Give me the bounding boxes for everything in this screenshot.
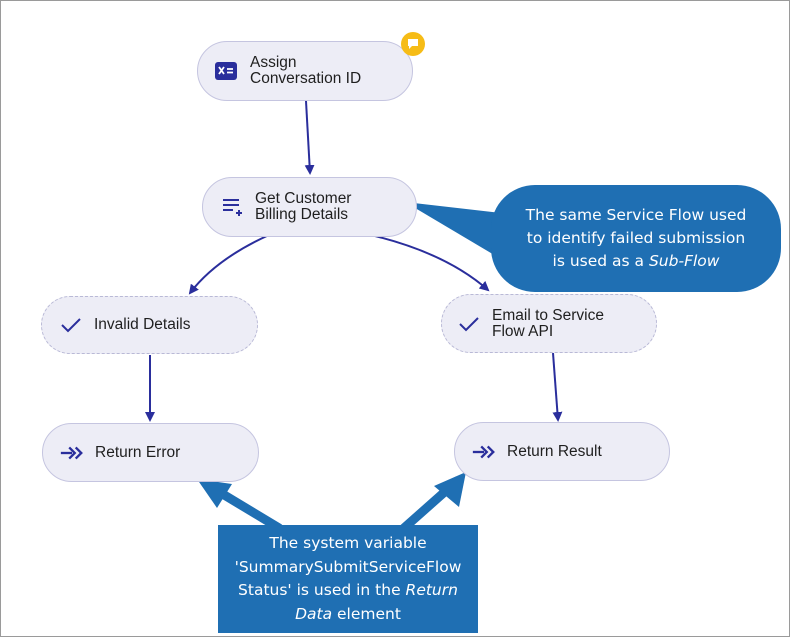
node-label-line1: Assign bbox=[250, 54, 297, 71]
comment-icon[interactable] bbox=[401, 32, 425, 56]
connector-email-to-return-result bbox=[552, 352, 563, 422]
node-label: Return Error bbox=[95, 443, 181, 461]
callout-system-variable-note: The system variable 'SummarySubmitServic… bbox=[218, 525, 478, 633]
node-invalid-details[interactable]: Invalid Details bbox=[41, 296, 258, 354]
variable-assign-icon bbox=[214, 59, 240, 83]
callout-line: to identify failed submission bbox=[526, 229, 746, 247]
node-label: Assign Conversation ID bbox=[250, 55, 361, 87]
callout-line: is used as a Sub-Flow bbox=[491, 250, 781, 273]
node-return-error[interactable]: Return Error bbox=[42, 423, 259, 482]
callout-text: Status' is used in the bbox=[238, 581, 406, 599]
node-label: Return Result bbox=[507, 442, 602, 460]
node-label: Get Customer Billing Details bbox=[255, 191, 351, 223]
callout-arrowhead-return-error bbox=[197, 479, 232, 508]
node-email-to-service-flow-api[interactable]: Email to Service Flow API bbox=[441, 294, 657, 353]
connector-assign-to-get-customer bbox=[304, 100, 315, 175]
callout-top-pointer bbox=[405, 202, 501, 259]
callout-arrowhead-return-result bbox=[434, 472, 466, 507]
callout-text: element bbox=[332, 604, 401, 623]
callout-line: The system variable bbox=[269, 534, 427, 552]
node-assign-conversation-id[interactable]: Assign Conversation ID bbox=[197, 41, 413, 101]
node-return-result[interactable]: Return Result bbox=[454, 422, 670, 481]
connector-get-customer-to-invalid bbox=[188, 234, 270, 295]
node-label: Email to Service Flow API bbox=[492, 306, 604, 340]
callout-emphasis: Return bbox=[405, 581, 458, 599]
callout-line: Status' is used in the Return bbox=[218, 579, 478, 603]
checkmark-icon bbox=[456, 312, 482, 336]
callout-line: Data element bbox=[218, 603, 478, 627]
checkmark-icon bbox=[58, 313, 84, 337]
callout-line: The same Service Flow used bbox=[525, 206, 747, 224]
callout-sub-flow-note: The same Service Flow used to identify f… bbox=[491, 185, 781, 292]
node-get-customer-billing-details[interactable]: Get Customer Billing Details bbox=[202, 177, 417, 237]
node-label-line2: Billing Details bbox=[255, 206, 349, 223]
callout-text: is used as a bbox=[552, 252, 649, 270]
double-arrow-right-icon bbox=[471, 440, 497, 464]
double-arrow-right-icon bbox=[59, 441, 85, 465]
callout-emphasis: Sub-Flow bbox=[648, 252, 720, 270]
list-add-icon bbox=[219, 195, 245, 219]
connector-get-customer-to-email bbox=[370, 234, 490, 292]
node-label: Invalid Details bbox=[94, 316, 191, 333]
node-label-line1: Get Customer bbox=[255, 190, 352, 207]
node-label-line2: Flow API bbox=[492, 322, 554, 340]
node-label-line2: Conversation ID bbox=[250, 70, 362, 87]
node-label-line1: Email to Service bbox=[492, 306, 604, 324]
callout-emphasis: Data bbox=[295, 604, 333, 623]
callout-line: 'SummarySubmitServiceFlow bbox=[234, 557, 462, 576]
